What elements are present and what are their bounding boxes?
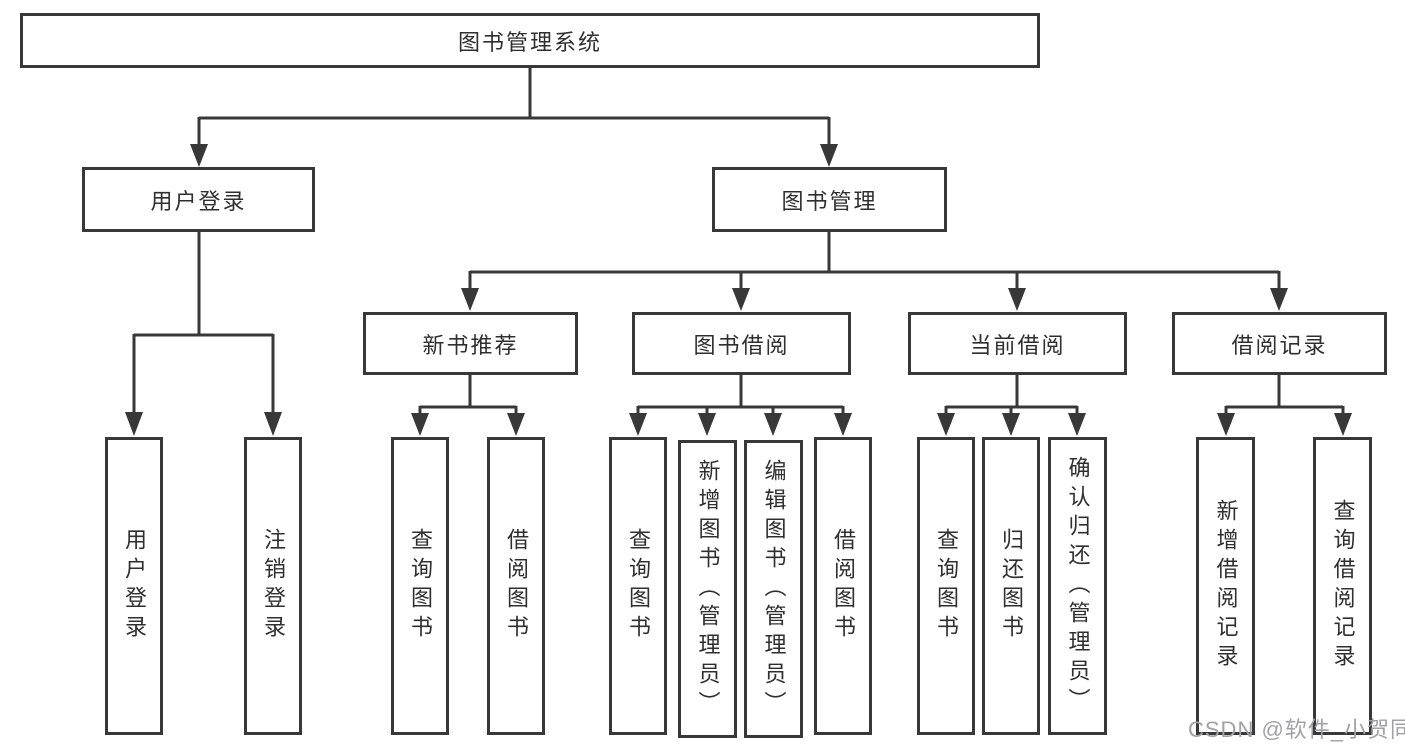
connector-new-book-rec-to-leaves — [411, 375, 525, 436]
leaf-cb-return-books: 归还图书 — [982, 437, 1040, 735]
leaf-cb-confirm-return-admin-label: 确认归还（管理员） — [1065, 455, 1091, 717]
leaf-bb-query-books: 查询图书 — [609, 437, 667, 735]
leaf-logout: 注销登录 — [244, 437, 302, 735]
node-current-borrow-label: 当前借阅 — [969, 332, 1066, 358]
leaf-nbr-borrow-books: 借阅图书 — [487, 437, 545, 735]
leaf-user-login-label: 用户登录 — [122, 528, 147, 644]
node-new-book-rec-label: 新书推荐 — [422, 332, 519, 358]
node-book-mgmt-label: 图书管理 — [781, 188, 878, 214]
connector-user-login-to-leaves — [125, 232, 282, 436]
leaf-br-query-record: 查询借阅记录 — [1313, 437, 1372, 735]
node-root: 图书管理系统 — [20, 13, 1040, 68]
connector-borrow-records-to-leaves — [1217, 375, 1352, 436]
connector-current-borrow-to-leaves — [937, 375, 1086, 436]
node-user-login: 用户登录 — [82, 167, 315, 232]
leaf-nbr-borrow-books-label: 借阅图书 — [504, 528, 529, 644]
leaf-bb-add-books-admin-label: 新增图书（管理员） — [695, 458, 721, 720]
node-new-book-rec: 新书推荐 — [363, 312, 578, 375]
leaf-bb-add-books-admin: 新增图书（管理员） — [678, 440, 737, 738]
leaf-bb-borrow-books: 借阅图书 — [814, 437, 872, 735]
leaf-br-add-record-label: 新增借阅记录 — [1213, 499, 1239, 673]
leaf-nbr-query-books: 查询图书 — [391, 437, 449, 735]
leaf-cb-query-books: 查询图书 — [917, 437, 975, 735]
leaf-bb-edit-books-admin-label: 编辑图书（管理员） — [761, 458, 787, 720]
node-user-login-label: 用户登录 — [150, 188, 247, 214]
node-book-borrow-label: 图书借阅 — [693, 332, 790, 358]
node-root-label: 图书管理系统 — [457, 29, 602, 55]
node-book-mgmt: 图书管理 — [712, 167, 947, 232]
leaf-user-login: 用户登录 — [105, 437, 163, 735]
leaf-br-add-record: 新增借阅记录 — [1196, 437, 1255, 735]
connector-book-borrow-to-leaves — [629, 375, 852, 436]
leaf-bb-borrow-books-label: 借阅图书 — [831, 528, 856, 644]
leaf-cb-return-books-label: 归还图书 — [999, 528, 1024, 644]
leaf-nbr-query-books-label: 查询图书 — [408, 528, 433, 644]
node-borrow-records: 借阅记录 — [1172, 312, 1387, 375]
leaf-logout-label: 注销登录 — [261, 528, 286, 644]
leaf-bb-edit-books-admin: 编辑图书（管理员） — [744, 440, 803, 738]
watermark-text: CSDN @软件_小贺同学 — [1188, 717, 1405, 742]
leaf-br-query-record-label: 查询借阅记录 — [1330, 499, 1356, 673]
leaf-cb-confirm-return-admin: 确认归还（管理员） — [1048, 437, 1107, 735]
node-current-borrow: 当前借阅 — [908, 312, 1127, 375]
node-borrow-records-label: 借阅记录 — [1231, 332, 1328, 358]
connector-book-mgmt-to-level2 — [461, 232, 1288, 311]
leaf-bb-query-books-label: 查询图书 — [626, 528, 651, 644]
connector-root-to-level1 — [190, 68, 838, 167]
node-book-borrow: 图书借阅 — [632, 312, 851, 375]
leaf-cb-query-books-label: 查询图书 — [934, 528, 959, 644]
